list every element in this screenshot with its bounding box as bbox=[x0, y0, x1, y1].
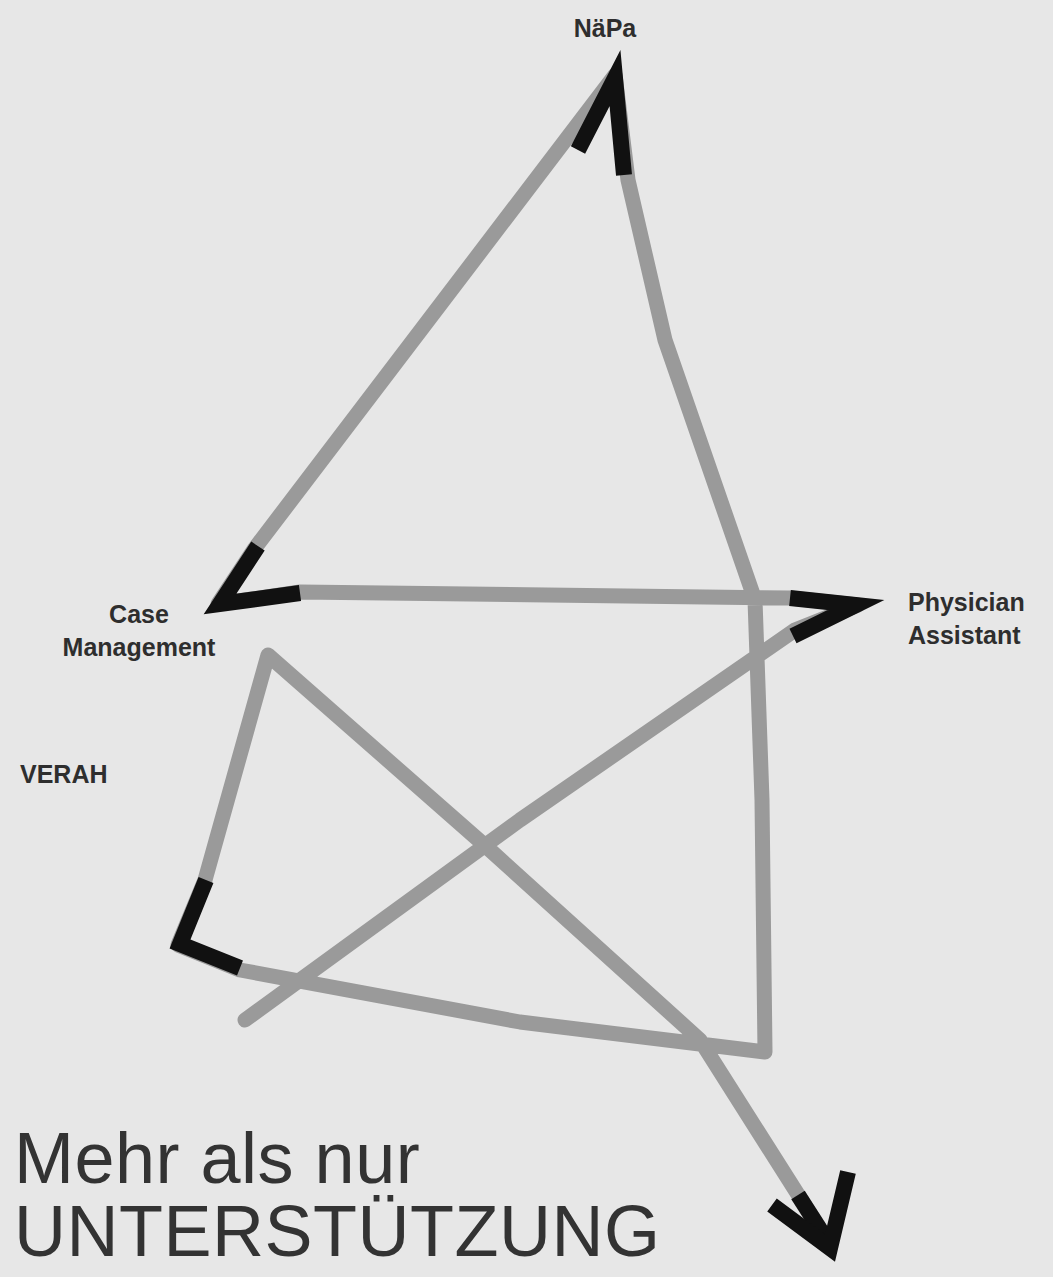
role-label: VERAH bbox=[20, 758, 150, 791]
black-corners bbox=[180, 78, 856, 1248]
role-label: NäPa bbox=[555, 12, 655, 45]
grey-stroke bbox=[178, 75, 858, 1245]
page-title: Mehr als nur UNTERSTÜTZUNG bbox=[14, 1122, 674, 1269]
role-label: Physician Assistant bbox=[908, 586, 1038, 651]
role-label: Case Management bbox=[58, 598, 220, 663]
